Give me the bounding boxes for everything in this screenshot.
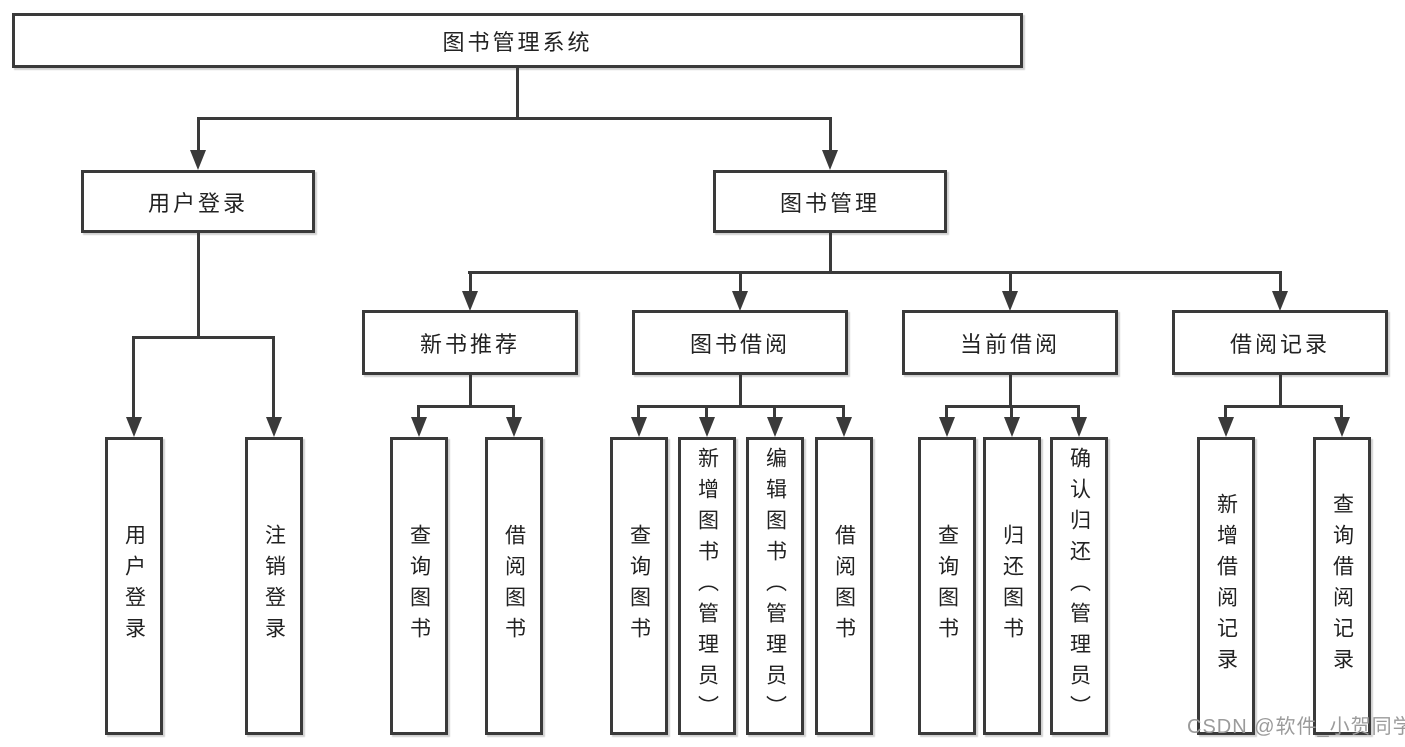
node-new-book-recommend: 新书推荐 bbox=[362, 310, 578, 375]
arrow-down-icon bbox=[265, 417, 282, 437]
leaf-add-books-admin-label: 新增图书（管理员） bbox=[695, 446, 719, 726]
arrow-down-icon bbox=[505, 417, 522, 437]
connector-vline bbox=[468, 375, 472, 406]
leaf-borrow-books-label: 借阅图书 bbox=[832, 524, 856, 648]
connector-hline bbox=[467, 270, 1282, 274]
leaf-query-books-recommend: 查询图书 bbox=[390, 437, 448, 735]
node-book-borrowing: 图书借阅 bbox=[632, 310, 848, 375]
leaf-add-books-admin: 新增图书（管理员） bbox=[678, 437, 736, 735]
arrow-down-icon bbox=[1003, 417, 1020, 437]
arrow-down-icon bbox=[835, 417, 852, 437]
connector-vline bbox=[1340, 404, 1343, 421]
connector-hline bbox=[196, 116, 832, 120]
connector-vline bbox=[1008, 270, 1012, 294]
leaf-return-books-label: 归还图书 bbox=[1000, 524, 1024, 648]
connector-hline bbox=[132, 335, 275, 339]
connector-vline bbox=[1224, 404, 1227, 421]
arrow-down-icon bbox=[698, 417, 715, 437]
connector-vline bbox=[738, 375, 742, 406]
leaf-confirm-return-admin-label: 确认归还（管理员） bbox=[1067, 446, 1091, 726]
leaf-borrow-books-recommend: 借阅图书 bbox=[485, 437, 543, 735]
node-current-borrowing: 当前借阅 bbox=[902, 310, 1118, 375]
connector-vline bbox=[1010, 404, 1013, 421]
leaf-logout-label: 注销登录 bbox=[262, 524, 286, 648]
connector-vline bbox=[773, 404, 776, 421]
leaf-confirm-return-admin: 确认归还（管理员） bbox=[1050, 437, 1108, 735]
leaf-query-borrow-record: 查询借阅记录 bbox=[1313, 437, 1371, 735]
connector-vline bbox=[705, 404, 708, 421]
node-library-system: 图书管理系统 bbox=[12, 13, 1023, 68]
leaf-return-books: 归还图书 bbox=[983, 437, 1041, 735]
node-borrowing-records-label: 借阅记录 bbox=[1229, 331, 1330, 357]
arrow-down-icon bbox=[630, 417, 647, 437]
node-book-borrowing-label: 图书借阅 bbox=[689, 331, 790, 357]
leaf-borrow-books: 借阅图书 bbox=[815, 437, 873, 735]
leaf-query-books-borrowing-label: 查询图书 bbox=[627, 524, 651, 648]
connector-hline bbox=[637, 404, 845, 408]
connector-vline bbox=[512, 404, 515, 421]
connector-vline bbox=[738, 270, 742, 294]
connector-vline bbox=[842, 404, 845, 421]
arrow-down-icon bbox=[938, 417, 955, 437]
arrow-down-icon bbox=[190, 150, 206, 170]
connector-vline bbox=[516, 68, 519, 118]
connector-vline bbox=[196, 233, 200, 339]
connector-vline bbox=[468, 270, 472, 294]
node-current-borrowing-label: 当前借阅 bbox=[959, 331, 1060, 357]
connector-vline bbox=[1278, 270, 1282, 294]
node-library-system-label: 图书管理系统 bbox=[442, 29, 593, 55]
arrow-down-icon bbox=[1070, 417, 1087, 437]
connector-vline bbox=[417, 404, 420, 421]
arrow-down-icon bbox=[1002, 291, 1018, 311]
node-book-management: 图书管理 bbox=[713, 170, 947, 233]
leaf-query-books-current-label: 查询图书 bbox=[935, 524, 959, 648]
csdn-watermark: CSDN @软件_小贺同学 bbox=[1187, 716, 1405, 738]
node-user-login-label: 用户登录 bbox=[147, 190, 248, 216]
node-new-book-recommend-label: 新书推荐 bbox=[419, 331, 520, 357]
arrow-down-icon bbox=[766, 417, 783, 437]
arrow-down-icon bbox=[410, 417, 427, 437]
connector-vline bbox=[945, 404, 948, 421]
connector-vline bbox=[196, 116, 200, 152]
arrow-down-icon bbox=[462, 291, 478, 311]
arrow-down-icon bbox=[1272, 291, 1288, 311]
arrow-down-icon bbox=[822, 150, 838, 170]
node-book-management-label: 图书管理 bbox=[779, 190, 880, 216]
node-user-login: 用户登录 bbox=[81, 170, 315, 233]
arrow-down-icon bbox=[732, 291, 748, 311]
connector-hline bbox=[417, 404, 515, 408]
connector-vline bbox=[272, 335, 275, 420]
leaf-query-books-current: 查询图书 bbox=[918, 437, 976, 735]
leaf-edit-books-admin: 编辑图书（管理员） bbox=[746, 437, 804, 735]
connector-vline bbox=[637, 404, 640, 421]
connector-vline bbox=[1278, 375, 1282, 406]
connector-vline bbox=[132, 335, 135, 420]
connector-hline bbox=[1224, 404, 1343, 408]
leaf-edit-books-admin-label: 编辑图书（管理员） bbox=[763, 446, 787, 726]
leaf-user-login: 用户登录 bbox=[105, 437, 163, 735]
leaf-user-login-label: 用户登录 bbox=[122, 524, 146, 648]
connector-vline bbox=[828, 116, 832, 152]
arrow-down-icon bbox=[1217, 417, 1234, 437]
connector-vline bbox=[1008, 375, 1012, 406]
arrow-down-icon bbox=[125, 417, 142, 437]
leaf-logout: 注销登录 bbox=[245, 437, 303, 735]
leaf-query-books-recommend-label: 查询图书 bbox=[407, 524, 431, 648]
connector-vline bbox=[828, 233, 832, 274]
leaf-query-borrow-record-label: 查询借阅记录 bbox=[1330, 493, 1354, 679]
node-borrowing-records: 借阅记录 bbox=[1172, 310, 1388, 375]
leaf-borrow-books-recommend-label: 借阅图书 bbox=[502, 524, 526, 648]
arrow-down-icon bbox=[1333, 417, 1350, 437]
leaf-add-borrow-record: 新增借阅记录 bbox=[1197, 437, 1255, 735]
leaf-query-books-borrowing: 查询图书 bbox=[610, 437, 668, 735]
connector-vline bbox=[1077, 404, 1080, 421]
leaf-add-borrow-record-label: 新增借阅记录 bbox=[1214, 493, 1238, 679]
